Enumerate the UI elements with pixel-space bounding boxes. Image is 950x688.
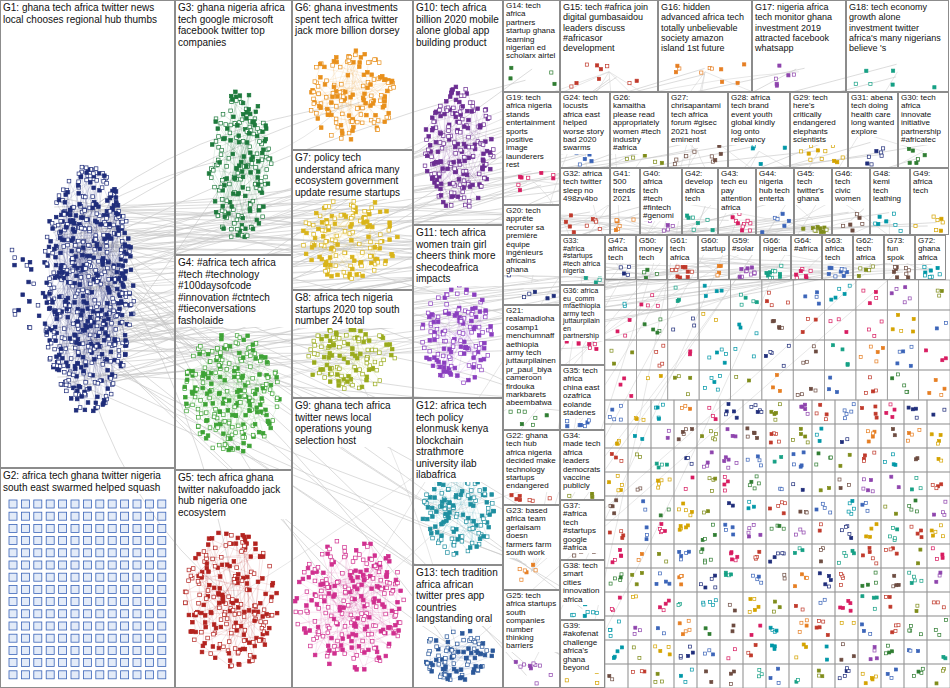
tie-line: [583, 270, 807, 347]
